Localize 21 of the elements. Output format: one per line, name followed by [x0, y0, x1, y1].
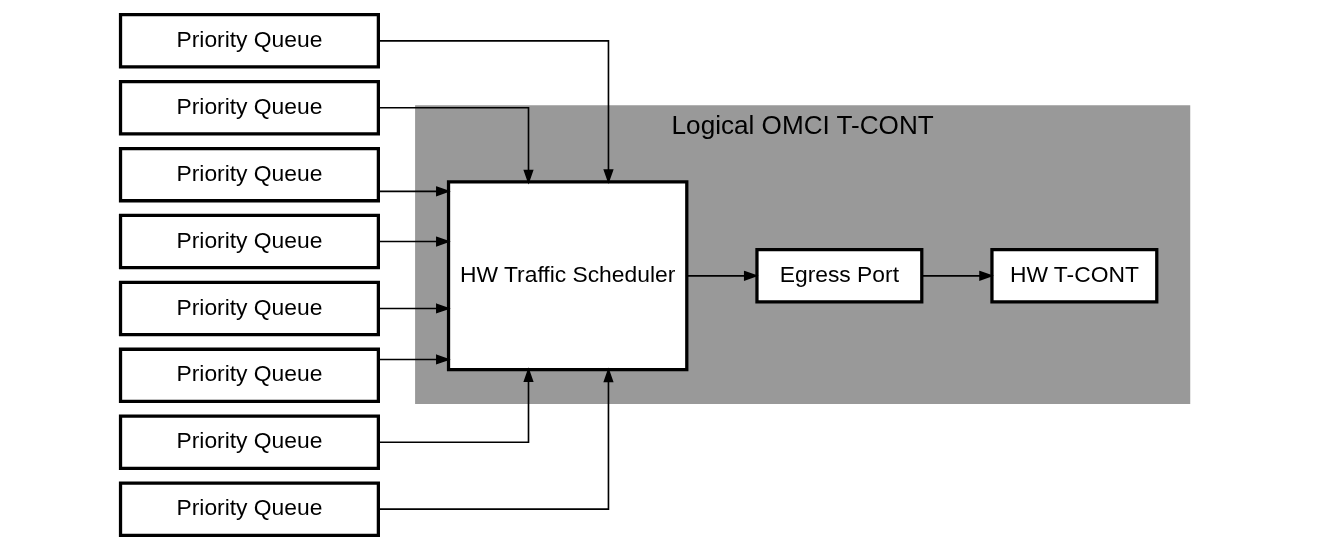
node-box: Priority Queue — [118, 13, 380, 69]
arrow — [377, 186, 451, 197]
node-box: Priority Queue — [118, 347, 380, 404]
node-box: HW Traffic Scheduler — [446, 180, 688, 372]
node-box: HW T-CONT — [989, 248, 1158, 304]
node-box: Priority Queue — [118, 414, 380, 470]
arrow — [377, 367, 534, 444]
node-box: Priority Queue — [118, 80, 380, 136]
arrow — [920, 270, 994, 281]
arrow — [377, 40, 614, 185]
node-box: Priority Queue — [118, 481, 380, 537]
arrow — [377, 303, 451, 314]
node-box: Priority Queue — [118, 146, 380, 203]
node-box: Priority Queue — [118, 280, 380, 337]
node-box: Priority Queue — [118, 213, 380, 270]
arrow — [377, 236, 451, 247]
arrow — [685, 270, 759, 281]
arrow — [377, 106, 534, 185]
node-box: Egress Port — [754, 248, 923, 304]
arrow — [377, 367, 614, 510]
arrow — [377, 354, 451, 365]
